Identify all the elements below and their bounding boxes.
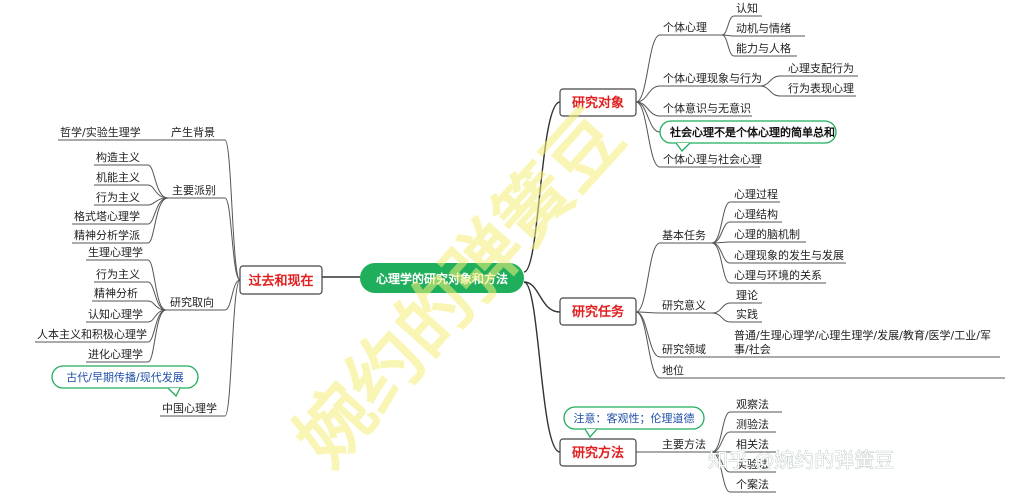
task-meaning-item: 实践 <box>736 307 758 321</box>
method-callout: 注意：客观性；伦理道德 <box>563 406 705 439</box>
branch-research-method: 研究方法 <box>559 438 637 467</box>
branch-research-task: 研究任务 <box>559 297 637 326</box>
school-item: 精神分析学派 <box>74 228 140 242</box>
task-basic-item: 心理现象的发生与发展 <box>734 248 844 262</box>
object-individual-item: 认知 <box>736 1 758 15</box>
task-meaning-item: 理论 <box>736 288 758 302</box>
center-topic: 心理学的研究对象和方法 <box>360 263 524 293</box>
method-item: 相关法 <box>736 437 769 451</box>
task-fields-label: 研究领域 <box>662 342 706 356</box>
credit-text: 知乎 @婉约的弹簧豆 <box>708 448 894 472</box>
china-callout: 古代/早期传播/现代发展 <box>51 365 199 398</box>
branch-research-task-label: 研究任务 <box>572 304 625 320</box>
task-status-label: 地位 <box>662 363 684 377</box>
group-china-label: 中国心理学 <box>162 401 217 415</box>
orientation-item: 生理心理学 <box>88 245 143 259</box>
method-item: 测验法 <box>736 417 769 431</box>
task-basic-item: 心理的脑机制 <box>734 227 800 241</box>
object-individual-item: 动机与情绪 <box>736 21 791 35</box>
object-phenomena-item: 行为表现心理 <box>788 81 854 95</box>
school-item: 构造主义 <box>96 150 140 164</box>
social-note-callout: 社会心理不是个体心理的简单总和 <box>659 120 837 152</box>
task-meaning-label: 研究意义 <box>662 298 706 312</box>
branch-past-present: 过去和现在 <box>239 265 323 295</box>
task-basic-item: 心理过程 <box>734 188 778 201</box>
task-fields-text-line1: 普通/生理心理学/心理生理学/发展/教育/医学/工业/军 <box>734 328 991 342</box>
method-item: 观察法 <box>736 397 769 411</box>
china-callout-text: 古代/早期传播/现代发展 <box>66 370 183 384</box>
task-fields-text-line2: 事/社会 <box>734 342 771 356</box>
object-phenomena-label: 个体心理现象与行为 <box>663 71 762 85</box>
branch-research-object-label: 研究对象 <box>572 95 624 111</box>
school-item: 行为主义 <box>96 191 140 204</box>
school-item: 机能主义 <box>96 170 140 184</box>
object-conscious-label: 个体意识与无意识 <box>663 101 751 115</box>
center-topic-label: 心理学的研究对象和方法 <box>376 271 508 286</box>
group-schools-label: 主要派别 <box>172 184 216 197</box>
branch-research-object: 研究对象 <box>559 88 637 117</box>
method-main-label: 主要方法 <box>662 437 706 451</box>
object-individual-label: 个体心理 <box>663 20 707 34</box>
orientation-item: 精神分析 <box>94 286 138 300</box>
social-note-text: 社会心理不是个体心理的简单总和 <box>669 125 835 139</box>
method-item: 个案法 <box>736 477 769 491</box>
object-social-label: 个体心理与社会心理 <box>663 152 762 166</box>
orientation-item: 认知心理学 <box>88 307 143 321</box>
task-basic-item: 心理结构 <box>734 207 778 221</box>
branch-past-present-label: 过去和现在 <box>248 273 313 289</box>
branch-research-method-label: 研究方法 <box>572 445 624 461</box>
task-basic-item: 心理与环境的关系 <box>734 268 822 282</box>
background-item: 哲学/实验生理学 <box>60 125 141 139</box>
orientation-item: 人本主义和积极心理学 <box>37 327 147 341</box>
group-background-label: 产生背景 <box>171 125 215 139</box>
object-individual-item: 能力与人格 <box>736 41 791 55</box>
school-item: 格式塔心理学 <box>74 209 140 223</box>
orientation-item: 进化心理学 <box>88 347 143 361</box>
connector-lines <box>35 15 1005 493</box>
object-phenomena-item: 心理支配行为 <box>788 62 854 75</box>
orientation-item: 行为主义 <box>96 268 140 281</box>
task-basic-label: 基本任务 <box>662 228 706 242</box>
method-item: 实验法 <box>736 457 769 471</box>
group-orientations-label: 研究取向 <box>170 295 214 309</box>
method-callout-text: 注意：客观性；伦理道德 <box>574 411 695 425</box>
